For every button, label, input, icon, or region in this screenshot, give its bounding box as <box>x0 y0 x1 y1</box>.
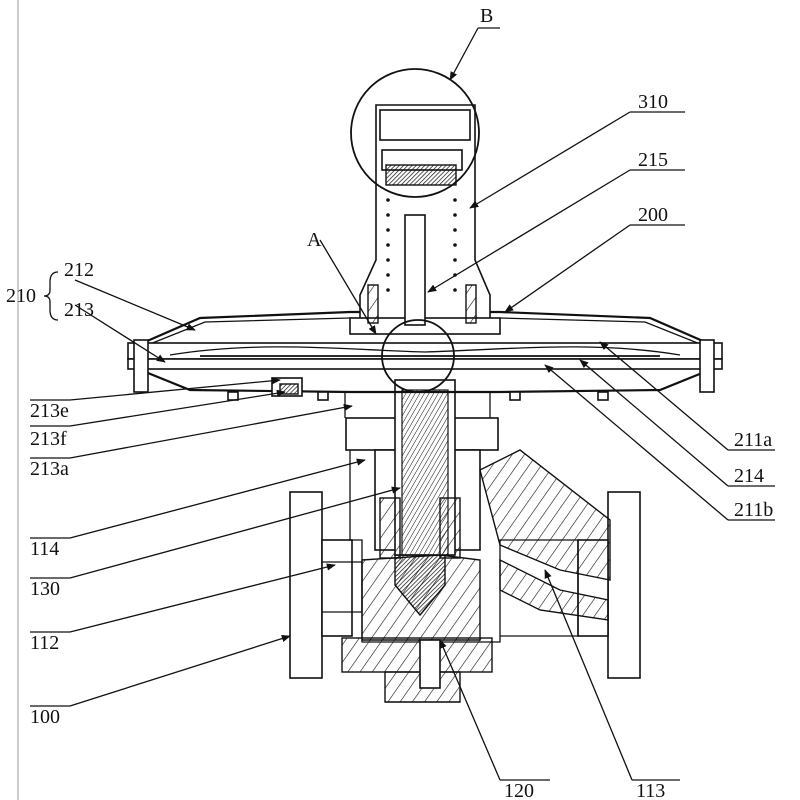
label-b: B <box>480 5 493 27</box>
diaphragm-housing <box>127 310 723 418</box>
label-215: 215 <box>638 149 668 171</box>
label-210: 210 <box>6 285 36 307</box>
label-112: 112 <box>30 632 59 654</box>
label-130: 130 <box>30 578 60 600</box>
label-211a: 211a <box>734 429 772 451</box>
detail-circle-b <box>350 68 480 198</box>
label-213f: 213f <box>30 428 67 450</box>
label-213a: 213a <box>30 458 69 480</box>
label-200: 200 <box>638 204 668 226</box>
detail-circle-a <box>381 319 455 393</box>
label-114: 114 <box>30 538 59 560</box>
label-213e: 213e <box>30 400 69 422</box>
part-labels: B A 310 215 200 210 212 213 213e 213f 21… <box>6 5 773 800</box>
label-310: 310 <box>638 91 668 113</box>
valve-body-100 <box>289 379 641 703</box>
label-120: 120 <box>504 780 534 800</box>
label-a: A <box>307 229 322 251</box>
label-113: 113 <box>636 780 665 800</box>
label-212: 212 <box>64 259 94 281</box>
label-214: 214 <box>734 465 764 487</box>
label-100: 100 <box>30 706 60 728</box>
label-211b: 211b <box>734 499 773 521</box>
spring-casing-310 <box>349 104 501 335</box>
label-213: 213 <box>64 299 94 321</box>
leader-lines <box>30 27 775 781</box>
